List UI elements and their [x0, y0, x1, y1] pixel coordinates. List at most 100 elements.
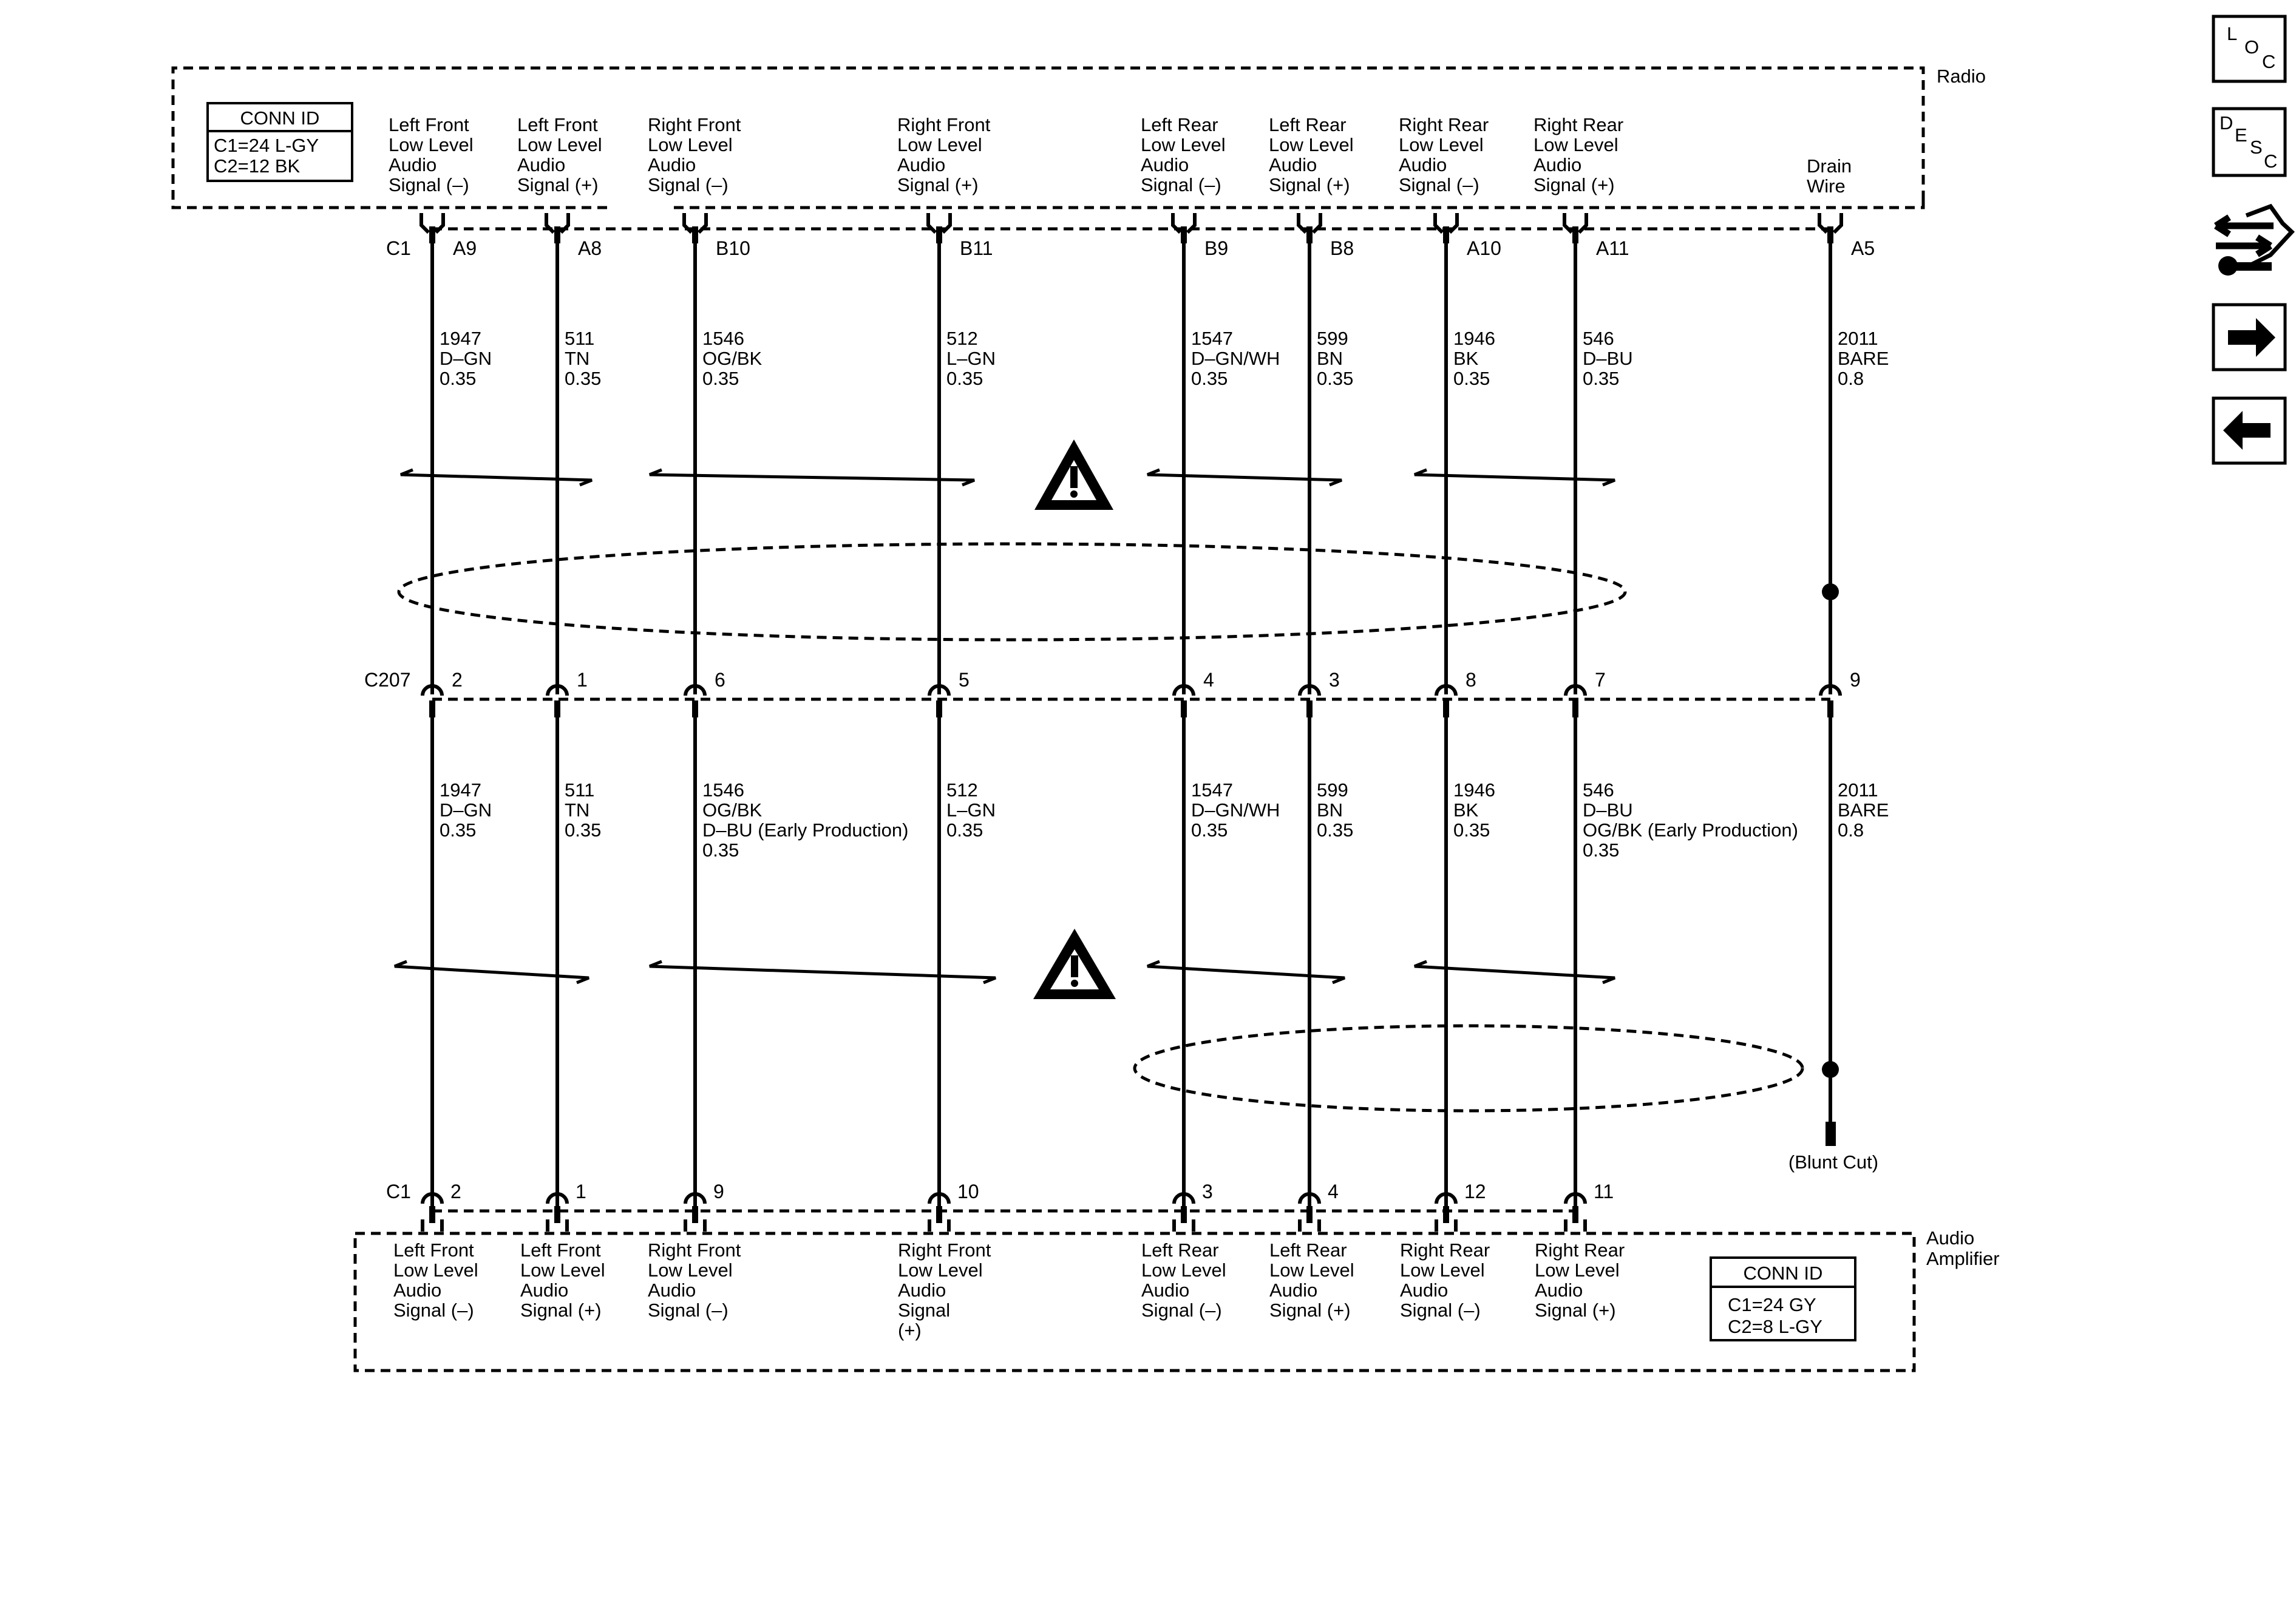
c207-pin-number: 6 [715, 669, 725, 691]
radio-signal-label: Audio [1141, 154, 1189, 175]
wire-info-lower: TN [565, 799, 589, 821]
amp-female-terminal [1435, 1192, 1458, 1204]
wire-info-upper: 0.35 [565, 368, 601, 389]
amp-terminal-legs [1564, 1219, 1587, 1232]
amplifier-signal-label: Left Rear [1141, 1239, 1219, 1261]
wire-info-upper: 512 [946, 328, 978, 349]
twisted-pair-lr-lower [1147, 960, 1345, 985]
radio-pin-terminal [554, 226, 560, 243]
radio-terminal [1297, 213, 1322, 234]
c207-pin-number: 3 [1329, 669, 1340, 691]
c207-female-terminal [1819, 684, 1842, 696]
amp-terminal-legs [1435, 1219, 1458, 1232]
radio-conn-id-line-1: C1=24 L-GY [214, 135, 319, 156]
radio-signal-label: Audio [648, 154, 696, 175]
radio-pin-terminal [1572, 226, 1578, 243]
c207-female-terminal [684, 684, 707, 696]
amplifier-signal-label: Low Level [1269, 1259, 1354, 1281]
radio-terminal [1563, 213, 1588, 234]
wire-info-upper: 2011 [1838, 328, 1878, 349]
radio-pin-terminal [1181, 226, 1187, 243]
radio-terminal [545, 213, 570, 234]
wire-info-upper: 1946 [1453, 328, 1495, 349]
twisted-pair-rf-lower [649, 960, 996, 985]
amp-pin-number: 11 [1594, 1181, 1614, 1202]
loc-button[interactable]: L O C [2212, 15, 2287, 83]
amp-pin-terminal [936, 1206, 942, 1223]
c207-male-terminal [1827, 700, 1833, 717]
radio-signal-label: Audio [517, 154, 565, 175]
radio-signal-label: Low Level [897, 134, 982, 155]
blunt-cut-end [1826, 1122, 1836, 1146]
wire-info-upper: 599 [1317, 328, 1348, 349]
wire-info-lower: 2011 [1838, 779, 1878, 801]
radio-signal-label: Signal (–) [648, 174, 729, 195]
twisted-pair-rr-upper [1414, 468, 1615, 487]
wire-info-lower: D–GN [440, 799, 492, 821]
twisted-pair-lf-upper [400, 468, 593, 487]
c207-male-terminal [1306, 700, 1313, 717]
wire-info-lower: 0.35 [1191, 819, 1228, 841]
amplifier-signal-label: Right Front [898, 1239, 991, 1261]
wire-info-lower: 0.35 [1317, 819, 1353, 841]
amplifier-signal-label: Audio [1269, 1280, 1317, 1301]
radio-pin-number: B8 [1330, 237, 1354, 259]
radio-signal-label: Right Rear [1399, 114, 1489, 135]
radio-signal-label: Right Front [897, 114, 991, 135]
c207-male-terminal [1572, 700, 1578, 717]
amplifier-signal-label: Audio [520, 1280, 568, 1301]
wire-info-upper: 0.35 [946, 368, 983, 389]
next-arrow-icon[interactable] [2212, 303, 2287, 371]
desc-button[interactable]: D E S C [2212, 107, 2287, 177]
radio-signal-label: Wire [1807, 175, 1846, 197]
radio-pin-number: A11 [1596, 237, 1629, 259]
harness-routing-icon[interactable] [2214, 203, 2295, 276]
radio-conn-id-line-2: C2=12 BK [214, 155, 301, 177]
desc-letter-3: S [2250, 137, 2263, 158]
wire-info-upper: 1546 [702, 328, 744, 349]
amp-pin-number: 9 [713, 1181, 724, 1202]
caution-icon-lower [1033, 929, 1116, 999]
radio-terminal [419, 213, 445, 234]
radio-pin-terminal [1306, 226, 1313, 243]
wire-info-lower: OG/BK (Early Production) [1583, 819, 1798, 841]
radio-signal-label: Signal (+) [1533, 174, 1615, 195]
amp-terminal-legs [928, 1219, 951, 1232]
wire-info-upper: 0.35 [1583, 368, 1619, 389]
c207-male-terminal [936, 700, 942, 717]
radio-pin-terminal [692, 226, 698, 243]
radio-signal-label: Low Level [389, 134, 474, 155]
wire-info-lower: 0.35 [565, 819, 601, 841]
wire-info-lower: 0.35 [440, 819, 476, 841]
previous-arrow-icon[interactable] [2212, 396, 2287, 465]
radio-pin-number: B11 [960, 237, 993, 259]
radio-pin-terminal [1443, 226, 1449, 243]
wire-info-lower: 0.8 [1838, 819, 1864, 841]
amp-female-terminal [1564, 1192, 1587, 1204]
amplifier-signal-label: Right Rear [1400, 1239, 1490, 1261]
wire-info-upper: D–GN [440, 348, 492, 369]
c207-male-terminal [1181, 700, 1187, 717]
radio-terminal [926, 213, 952, 234]
wire-info-upper: 0.35 [702, 368, 739, 389]
wire-info-lower: D–BU [1583, 799, 1633, 821]
amp-female-terminal [1298, 1192, 1321, 1204]
wire-info-upper: 0.35 [1317, 368, 1353, 389]
amplifier-signal-label: (+) [898, 1320, 922, 1341]
wire-info-upper: OG/BK [702, 348, 763, 369]
radio-signal-label: Signal (+) [897, 174, 979, 195]
wire-info-lower: 0.35 [702, 839, 739, 861]
wire-info-upper: 0.35 [440, 368, 476, 389]
radio-pin-number: A10 [1467, 237, 1501, 259]
wire-info-upper: D–BU [1583, 348, 1633, 369]
drain-end-label: (Blunt Cut) [1788, 1151, 1878, 1173]
upper-shield [397, 542, 1627, 642]
lower-shield [1133, 1024, 1804, 1113]
wire-info-upper: L–GN [946, 348, 996, 369]
wire-info-upper: D–GN/WH [1191, 348, 1280, 369]
radio-signal-label: Left Rear [1141, 114, 1218, 135]
amp-female-terminal [1172, 1192, 1195, 1204]
